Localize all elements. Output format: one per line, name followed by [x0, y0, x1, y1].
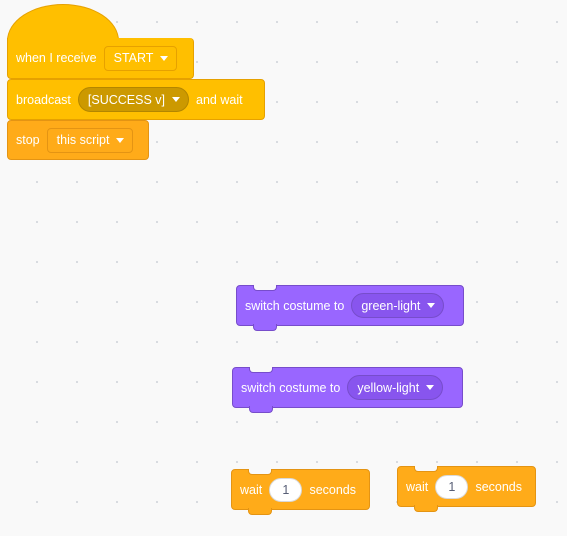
chevron-down-icon: [172, 97, 181, 102]
broadcast-label: broadcast: [16, 92, 71, 107]
when-i-receive-block[interactable]: when I receive START: [7, 38, 194, 79]
switch-costume-label: switch costume to: [241, 380, 341, 395]
stop-block[interactable]: stop this script: [7, 120, 149, 160]
broadcast-message-dropdown[interactable]: [SUCCESS v]: [77, 87, 190, 112]
switch-costume-yellow-block[interactable]: switch costume to yellow-light: [232, 367, 463, 413]
wait-block-2[interactable]: wait 1 seconds: [397, 466, 536, 512]
seconds-label: seconds: [309, 482, 356, 497]
broadcast-and-wait-block[interactable]: broadcast [SUCCESS v] and wait: [7, 79, 265, 120]
block-notch: [249, 367, 273, 373]
wait-label: wait: [240, 482, 263, 497]
switch-costume-label: switch costume to: [245, 298, 345, 313]
wait-seconds-input[interactable]: 1: [269, 477, 303, 502]
seconds-label: seconds: [475, 479, 522, 494]
block-tab: [249, 406, 273, 413]
stop-option-value: this script: [56, 133, 110, 147]
wait-seconds-input[interactable]: 1: [435, 474, 469, 499]
chevron-down-icon: [160, 55, 169, 61]
chevron-down-icon: [426, 385, 435, 390]
block-tab: [248, 508, 272, 515]
wait-block-1[interactable]: wait 1 seconds: [231, 469, 370, 515]
switch-costume-green-block[interactable]: switch costume to green-light: [236, 285, 464, 331]
block-tab: [253, 324, 277, 331]
costume-dropdown-yellow[interactable]: yellow-light: [347, 375, 444, 400]
block-notch: [414, 466, 438, 472]
when-i-receive-label: when I receive: [16, 51, 97, 65]
receive-message-value: START: [113, 51, 154, 65]
block-notch: [248, 469, 272, 475]
stop-label: stop: [16, 133, 40, 147]
chevron-down-icon: [116, 137, 125, 143]
receive-message-dropdown[interactable]: START: [103, 45, 178, 71]
costume-dropdown-green[interactable]: green-light: [351, 293, 445, 318]
stop-option-dropdown[interactable]: this script: [46, 127, 134, 153]
and-wait-label: and wait: [196, 92, 243, 107]
costume-value-green: green-light: [361, 298, 421, 313]
chevron-down-icon: [427, 303, 436, 308]
block-notch: [253, 285, 277, 291]
costume-value-yellow: yellow-light: [357, 380, 420, 395]
block-tab: [414, 505, 438, 512]
wait-label: wait: [406, 479, 429, 494]
broadcast-message-value: [SUCCESS v]: [87, 92, 166, 107]
